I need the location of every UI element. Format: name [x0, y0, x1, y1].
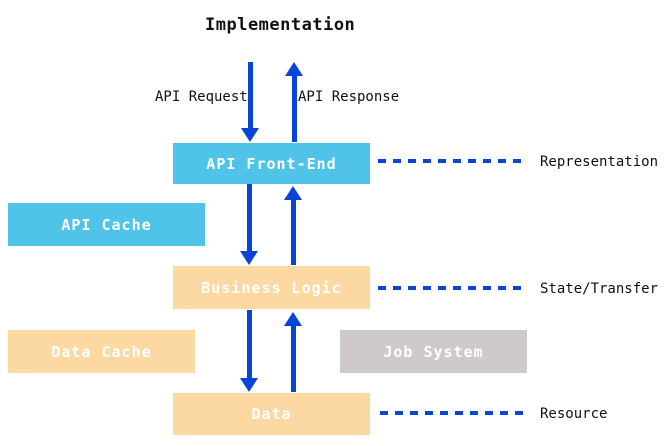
data-cache-label: Data Cache — [51, 342, 152, 361]
api-front-end-label: API Front-End — [206, 154, 337, 173]
api-request-arrow — [241, 62, 259, 142]
arrowhead-up-icon — [285, 62, 303, 76]
api-response-label: API Response — [298, 89, 400, 105]
api-cache-label: API Cache — [61, 215, 152, 234]
front-end-to-logic-arrow — [240, 184, 258, 265]
business-logic-box: Business Logic — [173, 266, 370, 309]
arrow-shaft — [247, 62, 253, 128]
arrowhead-down-icon — [240, 251, 258, 265]
state-transfer-dash-line — [378, 286, 523, 290]
arrow-shaft — [290, 326, 296, 392]
data-label: Data — [251, 405, 292, 423]
logic-to-front-end-arrow — [284, 186, 302, 265]
representation-dash-line — [378, 159, 523, 163]
arrowhead-down-icon — [240, 378, 258, 392]
api-cache-box: API Cache — [8, 203, 205, 246]
logic-to-data-arrow — [240, 310, 258, 392]
api-front-end-box: API Front-End — [173, 143, 370, 184]
data-cache-box: Data Cache — [8, 330, 195, 373]
resource-dash-line — [380, 411, 523, 415]
arrow-shaft — [291, 76, 297, 142]
arrow-shaft — [290, 200, 296, 265]
arrowhead-down-icon — [241, 128, 259, 142]
job-system-box: Job System — [340, 330, 527, 373]
state-transfer-label: State/Transfer — [540, 281, 659, 297]
api-request-label: API Request — [155, 89, 248, 105]
business-logic-label: Business Logic — [201, 278, 342, 297]
arrowhead-up-icon — [284, 312, 302, 326]
representation-label: Representation — [540, 154, 659, 170]
arrow-shaft — [246, 310, 252, 378]
api-response-arrow — [285, 62, 303, 142]
arrowhead-up-icon — [284, 186, 302, 200]
data-box: Data — [173, 393, 370, 435]
resource-label: Resource — [540, 406, 608, 422]
job-system-label: Job System — [383, 342, 484, 361]
arrow-shaft — [246, 184, 252, 251]
data-to-logic-arrow — [284, 312, 302, 392]
diagram-title: Implementation — [205, 15, 356, 35]
